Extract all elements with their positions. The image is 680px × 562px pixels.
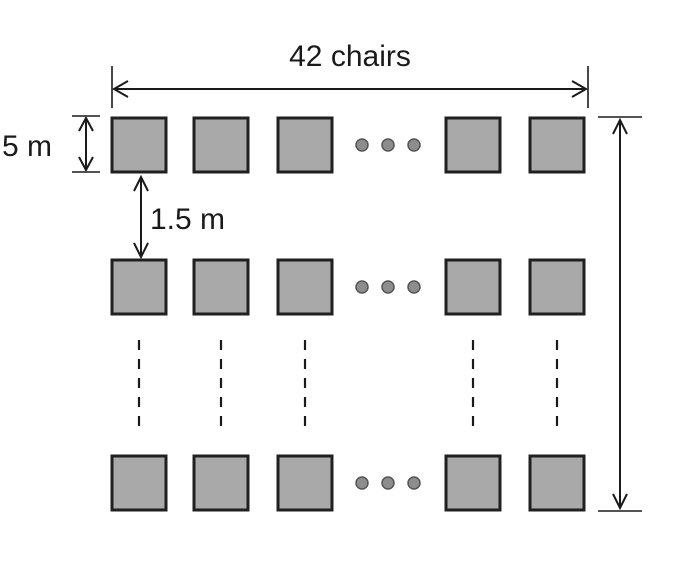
chair [276, 116, 334, 174]
chair-size-dimension: 5 m [2, 115, 100, 173]
chair [192, 116, 250, 174]
spacing-arrow-top [133, 174, 149, 192]
size-arrow-bottom [78, 156, 94, 173]
chair [276, 454, 334, 512]
chair [110, 258, 168, 316]
height-dimension [598, 116, 642, 512]
chair [110, 454, 168, 512]
width-dimension: 42 chairs [111, 40, 589, 108]
chair [444, 258, 502, 316]
height-arrow-top [612, 117, 628, 135]
ellipsis-dot [407, 476, 421, 490]
chair-row-1 [110, 116, 586, 174]
chair [192, 258, 250, 316]
spacing-label: 1.5 m [150, 203, 225, 236]
size-arrow-top [78, 115, 94, 132]
chair [110, 116, 168, 174]
chair [444, 454, 502, 512]
ellipsis-dot [407, 138, 421, 152]
height-arrow-bottom [612, 493, 628, 511]
width-arrow-right [571, 80, 589, 98]
chair [528, 454, 586, 512]
chair-size-label: 5 m [2, 130, 52, 163]
width-label: 42 chairs [289, 40, 411, 73]
column-ellipsis [137, 340, 559, 432]
chair-row-2 [110, 258, 586, 316]
chair-row-last [110, 454, 586, 512]
chair [528, 116, 586, 174]
ellipsis-dot [355, 280, 369, 294]
ellipsis-dot [381, 476, 395, 490]
width-arrow-left [111, 80, 129, 98]
ellipsis-dot [381, 138, 395, 152]
chair [528, 258, 586, 316]
ellipsis-dot [355, 476, 369, 490]
chair [276, 258, 334, 316]
ellipsis-dot [381, 280, 395, 294]
spacing-dimension: 1.5 m [133, 174, 225, 260]
ellipsis-dot [355, 138, 369, 152]
ellipsis-dot [407, 280, 421, 294]
chair [444, 116, 502, 174]
spacing-arrow-bottom [133, 242, 149, 260]
chair [192, 454, 250, 512]
